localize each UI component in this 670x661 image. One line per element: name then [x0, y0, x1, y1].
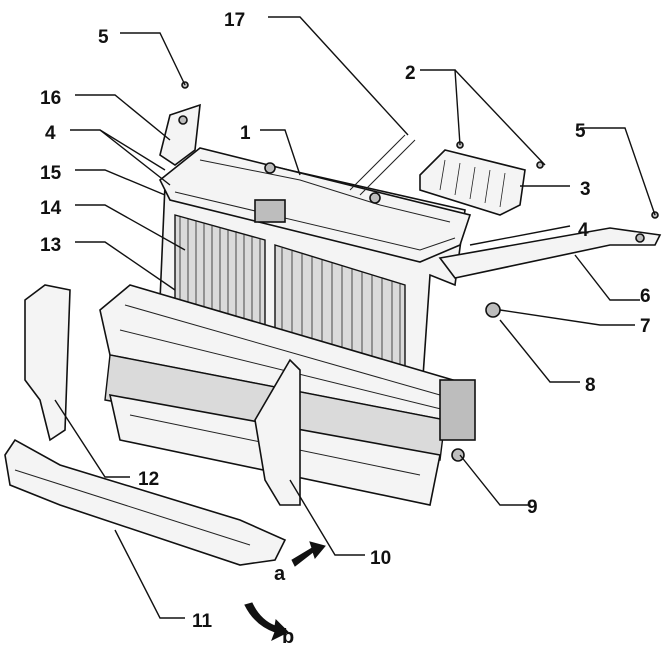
small-fasteners	[181, 81, 659, 462]
leader-lines	[54, 16, 656, 619]
callout-10: 10	[370, 548, 391, 569]
callout-13: 13	[40, 235, 61, 256]
view-arrow-a: a	[274, 541, 326, 585]
view-arrow-b-label: b	[282, 626, 294, 648]
air-duct	[419, 149, 526, 216]
view-arrow-b: b	[244, 602, 294, 648]
center-air-guide	[254, 358, 301, 506]
callout-7: 7	[640, 316, 651, 337]
callout-1: 1	[240, 123, 251, 144]
side-strut	[438, 227, 662, 279]
callout-17: 17	[224, 10, 245, 31]
callout-11: 11	[192, 611, 213, 632]
callout-6: 6	[640, 286, 651, 307]
callout-5-right: 5	[575, 121, 586, 142]
callout-15: 15	[40, 163, 62, 184]
callout-12: 12	[138, 469, 159, 490]
callout-16: 16	[40, 88, 61, 109]
callout-numbers: 5 16 17 2 1 4 5 15 3 14 4 13 6 7 8 12 9 …	[40, 10, 651, 632]
callout-4-right: 4	[578, 220, 589, 241]
view-arrow-a-label: a	[274, 563, 286, 585]
callout-3: 3	[580, 179, 591, 200]
callout-5-top-left: 5	[98, 27, 109, 48]
locating-pins	[349, 134, 416, 196]
callout-4-left: 4	[45, 123, 56, 144]
callout-8: 8	[585, 375, 596, 396]
callout-9: 9	[527, 497, 538, 518]
upper-cross-member	[158, 147, 472, 263]
lower-spoiler	[4, 438, 287, 566]
callout-2: 2	[405, 63, 416, 84]
callout-14: 14	[40, 198, 62, 219]
upper-bracket	[159, 103, 201, 166]
left-air-guide	[24, 284, 71, 442]
